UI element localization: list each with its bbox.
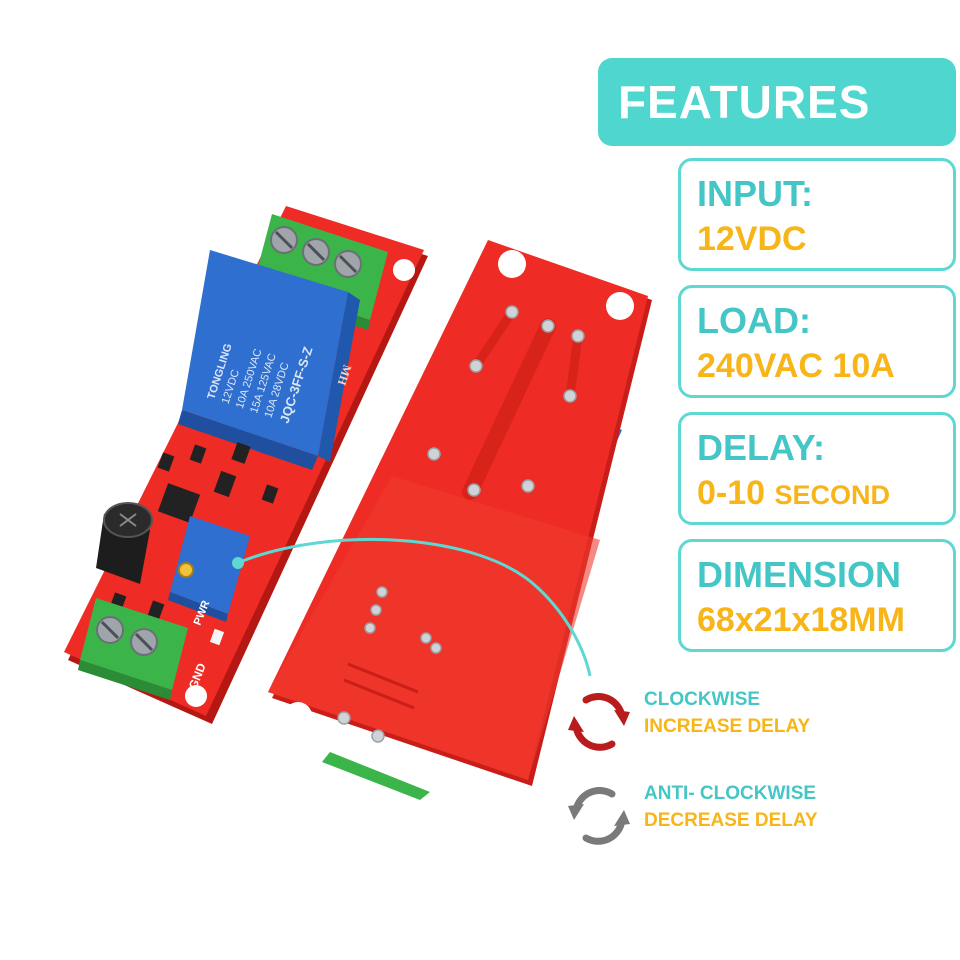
anticlockwise-rotation-icon: [568, 787, 630, 845]
legend-anticlockwise-text: ANTI- CLOCKWISE DECREASE DELAY: [644, 780, 818, 834]
spec-card-load: LOAD: 240VAC 10A: [678, 285, 956, 398]
relay-module-front: TONGLING 12VDC 10A 250VAC 15A 125VAC 10A…: [64, 206, 428, 724]
features-title: FEATURES: [618, 76, 871, 128]
spec-unit: SECOND: [774, 480, 891, 510]
spec-value: 68x21x18MM: [697, 601, 905, 639]
spec-value: 0-10 SECOND: [697, 474, 891, 512]
spec-label: INPUT:: [697, 173, 813, 214]
spec-card-delay: DELAY: 0-10 SECOND: [678, 412, 956, 525]
legend-title: CLOCKWISE: [644, 689, 761, 710]
features-header: FEATURES: [598, 58, 956, 146]
legend-clockwise-text: CLOCKWISE INCREASE DELAY: [644, 686, 810, 740]
potentiometer: [168, 516, 250, 622]
capacitor: [96, 502, 153, 584]
legend-desc: DECREASE DELAY: [644, 810, 818, 831]
spec-card-dimension: DIMENSION 68x21x18MM: [678, 539, 956, 652]
legend-desc: INCREASE DELAY: [644, 716, 811, 737]
pointer-line: [239, 537, 592, 677]
spec-card-input: INPUT: 12VDC: [678, 158, 956, 271]
svg-text:MH: MH: [335, 363, 355, 388]
legend-title: ANTI- CLOCKWISE: [644, 783, 817, 804]
relay-module-back: [268, 240, 652, 800]
relay: TONGLING 12VDC 10A 250VAC 15A 125VAC 10A…: [178, 250, 360, 470]
spec-label: DIMENSION: [697, 554, 902, 595]
spec-value: 12VDC: [697, 220, 807, 258]
pointer-dot: [232, 557, 244, 569]
spec-label: LOAD:: [697, 300, 811, 341]
spec-label: DELAY:: [697, 427, 826, 468]
terminal-block-2pin: [78, 598, 188, 700]
spec-value: 240VAC 10A: [697, 347, 895, 385]
clockwise-rotation-icon: [568, 693, 630, 751]
